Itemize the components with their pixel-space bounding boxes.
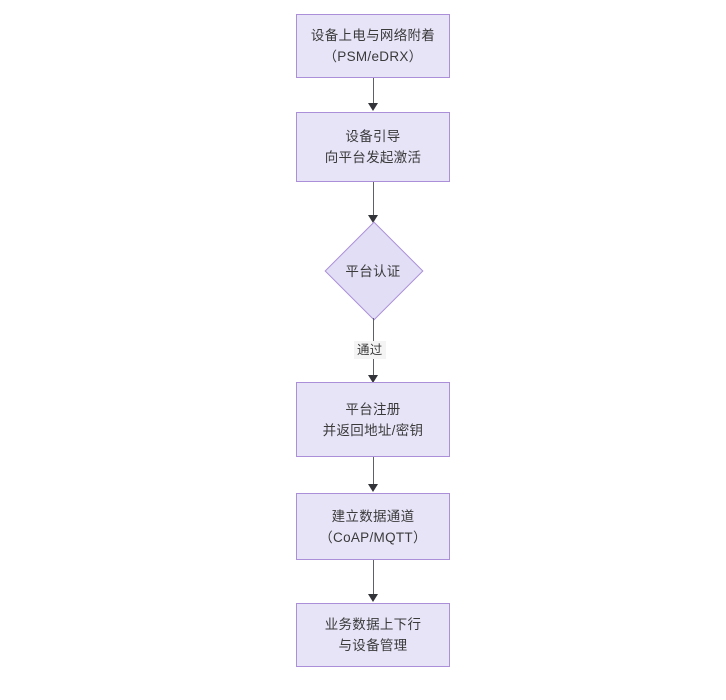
node-label-line: 设备上电与网络附着 — [310, 28, 436, 43]
arrow-head-icon — [368, 215, 378, 223]
node-label-line: （PSM/eDRX） — [323, 49, 423, 64]
arrow-head-icon — [368, 484, 378, 492]
node-label-line: 平台认证 — [345, 264, 401, 279]
node-label-line: 与设备管理 — [338, 638, 408, 653]
node-label-group: 设备上电与网络附着 （PSM/eDRX） — [311, 25, 435, 67]
flow-edge-n1-n2 — [373, 78, 374, 104]
flow-node-business-data[interactable]: 业务数据上下行 与设备管理 — [296, 603, 450, 667]
flow-edge-label-pass: 通过 — [354, 341, 386, 359]
flow-node-device-power-on[interactable]: 设备上电与网络附着 （PSM/eDRX） — [296, 14, 450, 78]
node-label-line: 并返回地址/密钥 — [322, 422, 424, 438]
flow-edge-n2-n3 — [373, 182, 374, 218]
node-label-group: 设备引导 向平台发起激活 — [325, 126, 422, 168]
node-label-line: 平台注册 — [345, 401, 401, 417]
node-label-line: 建立数据通道 — [331, 508, 415, 524]
node-label-group: 建立数据通道 （CoAP/MQTT） — [319, 506, 427, 548]
flow-node-platform-auth-decision[interactable]: 平台认证 — [324, 221, 424, 321]
arrow-head-icon — [368, 103, 378, 111]
flow-node-platform-register[interactable]: 平台注册 并返回地址/密钥 — [296, 382, 450, 457]
node-label-group: 业务数据上下行 与设备管理 — [325, 614, 422, 656]
arrow-head-icon — [368, 375, 378, 383]
flow-edge-n4-n5 — [373, 457, 374, 485]
flow-edge-n5-n6 — [373, 560, 374, 596]
node-label-line: （CoAP/MQTT） — [319, 529, 427, 545]
node-label-line: 设备引导 — [345, 129, 401, 144]
node-label-line: 业务数据上下行 — [324, 617, 422, 632]
flow-node-data-channel[interactable]: 建立数据通道 （CoAP/MQTT） — [296, 493, 450, 560]
arrow-head-icon — [368, 594, 378, 602]
flow-node-device-bootstrap[interactable]: 设备引导 向平台发起激活 — [296, 112, 450, 182]
node-label-group: 平台注册 并返回地址/密钥 — [323, 399, 424, 441]
node-label-line: 向平台发起激活 — [324, 150, 422, 165]
